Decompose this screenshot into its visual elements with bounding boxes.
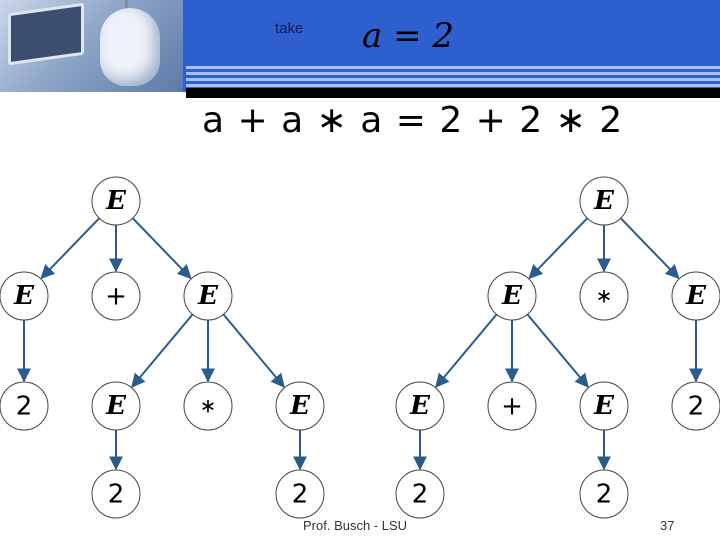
tree1-node-label-5: E [105, 391, 127, 421]
tree1-node-4: 2 [0, 382, 48, 430]
tree1-node-label-9: 2 [292, 480, 309, 510]
tree2-node-8: 2 [396, 470, 444, 518]
tree1-edge-0 [41, 218, 99, 278]
footer-author: Prof. Busch - LSU [303, 518, 407, 533]
tree1-edge-2 [133, 218, 191, 278]
tree2-node-0: E [580, 177, 628, 225]
tree1-node-6: ∗ [184, 382, 232, 430]
tree1-node-3: E [184, 272, 232, 320]
tree2-node-2: ∗ [580, 272, 628, 320]
tree2-node-label-7: 2 [688, 392, 705, 422]
tree2-node-label-9: 2 [596, 480, 613, 510]
tree1-node-5: E [92, 382, 140, 430]
page-number: 37 [660, 518, 674, 533]
tree1-node-label-1: E [13, 281, 35, 311]
tree2-node-7: 2 [672, 382, 720, 430]
tree2-node-label-3: E [685, 281, 707, 311]
tree2-edge-5 [527, 314, 588, 386]
tree1-node-label-3: E [197, 281, 219, 311]
tree2-node-1: E [488, 272, 536, 320]
tree1-node-2: + [92, 272, 140, 320]
tree2-node-label-4: E [409, 391, 431, 421]
tree2-edge-3 [436, 314, 497, 386]
tree1-node-label-0: E [105, 186, 127, 216]
tree2-node-5: + [488, 382, 536, 430]
tree1-edge-4 [132, 314, 193, 386]
tree2-edge-0 [529, 218, 587, 278]
tree2-node-label-6: E [593, 391, 615, 421]
tree1-node-label-4: 2 [16, 392, 33, 422]
tree2-node-label-2: ∗ [596, 284, 613, 308]
tree2-edge-2 [621, 218, 679, 278]
tree1-node-label-2: + [105, 282, 127, 312]
tree2-node-4: E [396, 382, 444, 430]
tree1-node-label-7: E [289, 391, 311, 421]
tree2-node-label-1: E [501, 281, 523, 311]
tree2-node-9: 2 [580, 470, 628, 518]
tree1-node-9: 2 [276, 470, 324, 518]
tree2-node-6: E [580, 382, 628, 430]
tree2-node-label-8: 2 [412, 480, 429, 510]
tree1-edge-6 [223, 314, 284, 386]
tree1-node-label-6: ∗ [200, 394, 217, 418]
tree2-node-3: E [672, 272, 720, 320]
tree1-node-7: E [276, 382, 324, 430]
tree1-node-label-8: 2 [108, 480, 125, 510]
tree1-node-0: E [92, 177, 140, 225]
tree2-node-label-0: E [593, 186, 615, 216]
tree2-node-label-5: + [501, 392, 523, 422]
tree1-node-1: E [0, 272, 48, 320]
tree1-node-8: 2 [92, 470, 140, 518]
